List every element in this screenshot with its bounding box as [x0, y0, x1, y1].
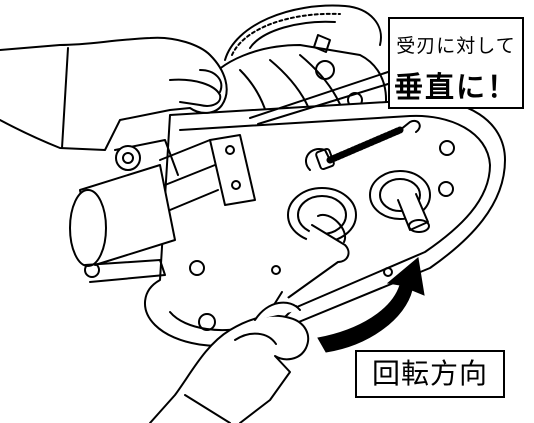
reel-gear — [224, 4, 382, 61]
front-roller — [69, 139, 219, 283]
lower-gloved-hand — [149, 301, 310, 423]
rotation-direction-label: 回転方向 — [355, 350, 505, 398]
callout-pointer — [249, 71, 389, 125]
tension-spring — [305, 120, 421, 171]
side-cover-plate — [144, 98, 506, 347]
callout-line-2: 垂直に！ — [393, 70, 518, 104]
rotation-arrow — [317, 257, 425, 353]
callout-line-1: 受刃に対して — [396, 35, 516, 57]
instruction-callout: 受刃に対して 垂直に！ — [388, 17, 524, 109]
upper-gloved-hand — [0, 36, 228, 151]
